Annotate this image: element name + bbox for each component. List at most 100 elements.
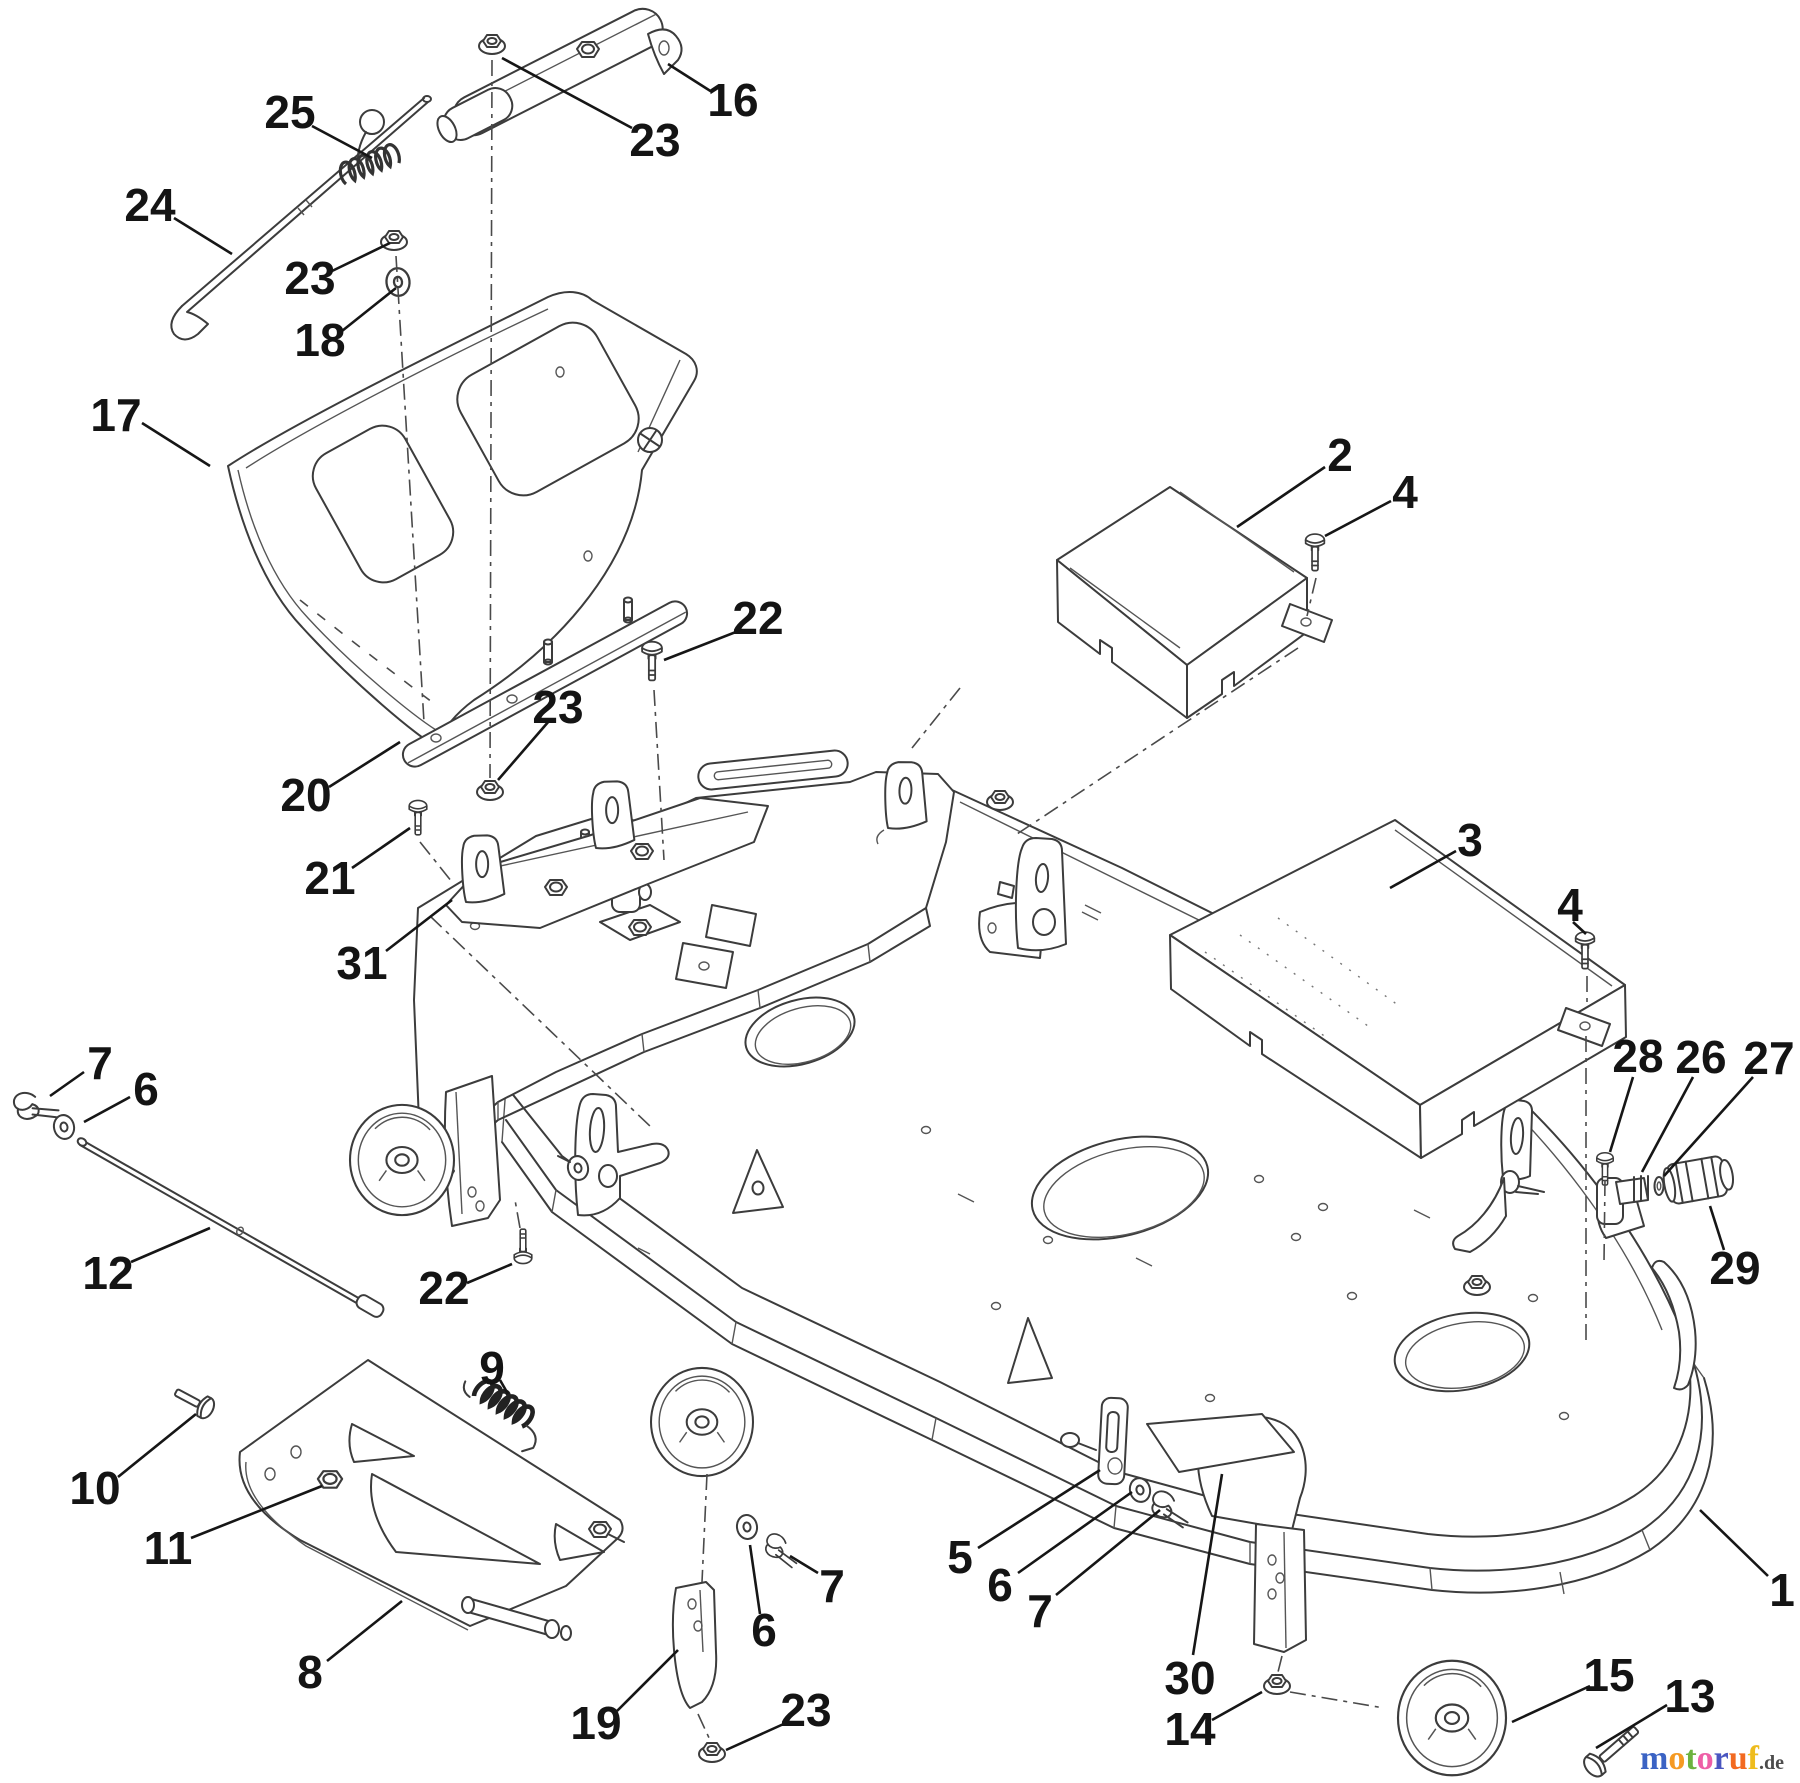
callout-leader-line (341, 286, 397, 333)
callout-6: 6 (748, 1544, 777, 1656)
callout-leader-line (1699, 1509, 1769, 1577)
part-13-axle-bolt (1583, 1726, 1640, 1778)
callout-leader-line (748, 1544, 762, 1615)
callout-23: 23 (501, 56, 681, 166)
callout-number: 14 (1164, 1703, 1216, 1755)
part-20-reinforcement-plate (401, 596, 689, 768)
part-2-belt-cover (1056, 486, 1333, 719)
callout-15: 15 (1511, 1649, 1635, 1724)
callout-21: 21 (304, 826, 411, 904)
watermark-suffix: .de (1759, 1752, 1784, 1774)
part-9-spring (462, 1376, 547, 1453)
callout-number: 6 (987, 1559, 1013, 1611)
callout-leader-line (616, 1649, 679, 1712)
callout-leader-line (1211, 1690, 1263, 1722)
callout-leader-line (498, 1379, 510, 1395)
callout-6: 6 (83, 1063, 159, 1124)
callout-number: 5 (947, 1531, 973, 1583)
callout-number: 23 (532, 681, 583, 733)
part-5-bracket (1060, 1396, 1129, 1486)
callout-number: 22 (732, 592, 783, 644)
callout-leader-line (725, 1720, 789, 1752)
part-8-idler-plate (238, 1359, 625, 1641)
part-17-cover (227, 291, 698, 747)
part-10-bolt (174, 1388, 216, 1420)
callout-24: 24 (124, 179, 233, 256)
callout-leader-line (49, 1070, 85, 1098)
callout-leader-line (466, 1262, 513, 1285)
callout-5: 5 (947, 1468, 1101, 1583)
motoruf-watermark: motoruf.de (1640, 1740, 1800, 1777)
watermark-letter: r (1713, 1740, 1729, 1777)
callout-31: 31 (336, 898, 453, 989)
callout-number: 20 (280, 769, 331, 821)
callout-number: 18 (294, 314, 345, 366)
callout-9: 9 (479, 1342, 510, 1395)
callout-leader-line (977, 1468, 1101, 1550)
callout-17: 17 (90, 389, 211, 468)
callout-number: 19 (570, 1697, 621, 1749)
callout-10: 10 (69, 1412, 197, 1514)
part-14-nut (1263, 1674, 1291, 1695)
callout-leader-line (1572, 921, 1587, 935)
part-23-nut (476, 780, 504, 801)
callout-26: 26 (1640, 1031, 1727, 1173)
callout-number: 30 (1164, 1652, 1215, 1704)
callout-number: 7 (1027, 1585, 1053, 1637)
callout-leader-line (173, 216, 233, 256)
callout-number: 15 (1583, 1649, 1634, 1701)
part-21-bolt (408, 799, 428, 836)
part-12-rod (76, 1137, 385, 1318)
callout-number: 3 (1457, 814, 1483, 866)
callout-number: 9 (479, 1342, 505, 1394)
callout-leader-line (1236, 465, 1326, 529)
callout-number: 27 (1743, 1032, 1794, 1084)
part-16-latch-bracket (436, 7, 683, 143)
callout-leader-line (667, 62, 713, 94)
watermark-letter: t (1685, 1740, 1697, 1777)
blade-opening-middle (1030, 1135, 1210, 1241)
gusset-bracket (1007, 1317, 1053, 1384)
callout-number: 12 (82, 1247, 133, 1299)
callout-leader-line (1055, 1508, 1161, 1597)
part-29-hose-coupler (1662, 1155, 1735, 1205)
blade-opening-left (744, 996, 856, 1068)
callout-leader-line (501, 56, 633, 130)
callout-number: 6 (133, 1063, 159, 1115)
part-31-mount-bracket (445, 778, 769, 929)
part-15-caster-wheel (1396, 1659, 1508, 1777)
deck-hanger-bracket (978, 837, 1067, 959)
callout-number: 24 (124, 179, 176, 231)
callout-4: 4 (1557, 879, 1587, 935)
callout-number: 2 (1327, 429, 1353, 481)
callout-19: 19 (570, 1649, 679, 1749)
part-30-deflector-plate (1146, 1413, 1295, 1473)
callout-number: 7 (819, 1560, 845, 1612)
callout-leader-line (497, 720, 550, 781)
part-19-bracket (671, 1581, 718, 1709)
callout-leader-line (83, 1095, 131, 1124)
callout-22: 22 (418, 1262, 513, 1314)
callout-3: 3 (1389, 814, 1483, 890)
part-27-washer (1653, 1176, 1665, 1196)
callout-leader-line (351, 826, 411, 870)
part-22-bolt (641, 640, 663, 682)
callout-11: 11 (144, 1484, 323, 1574)
callout-leader-line (141, 421, 211, 468)
callout-number: 23 (629, 114, 680, 166)
watermark-letter: o (1696, 1740, 1714, 1777)
part-3-belt-cover (1169, 819, 1627, 1159)
callout-number: 1 (1769, 1564, 1795, 1616)
callout-number: 26 (1675, 1031, 1726, 1083)
callout-22: 22 (663, 592, 784, 662)
callout-leader-line (1640, 1076, 1695, 1173)
callout-1: 1 (1699, 1509, 1795, 1616)
callout-20: 20 (280, 740, 401, 821)
part-24-rod (170, 95, 432, 341)
watermark-letter: o (1668, 1740, 1686, 1777)
callout-number: 6 (751, 1604, 777, 1656)
callout-8: 8 (297, 1599, 403, 1698)
rear-strap-bracket (1452, 1099, 1545, 1253)
callout-number: 8 (297, 1646, 323, 1698)
